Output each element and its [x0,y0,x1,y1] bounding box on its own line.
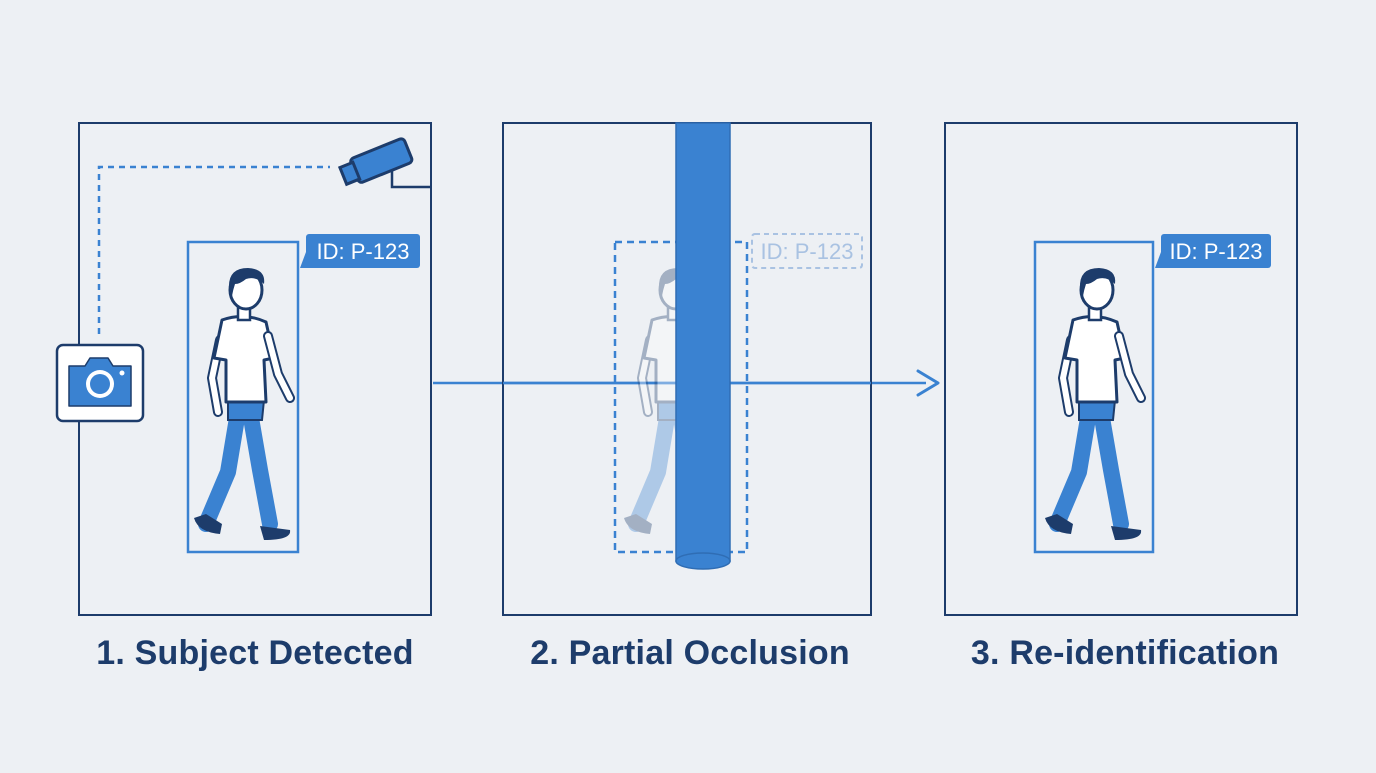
panel-2: ID: P-123 [502,122,872,616]
panel-3-id-label: ID: P-123 [1170,239,1263,264]
panel-3-bounding-box [1033,240,1155,554]
panel-1-id-tag: ID: P-123 [300,234,420,268]
panel-1-id-label: ID: P-123 [317,239,410,264]
panel-2-id-label: ID: P-123 [761,239,854,264]
camera-link-line [97,165,330,334]
panel-1-caption: 1. Subject Detected [96,634,414,672]
panel-1-bounding-box [186,240,300,554]
photo-camera-icon [55,343,145,423]
panel-3-caption: 3. Re-identification [970,634,1280,672]
panel-1: ID: P-123 [55,122,432,616]
security-camera-icon [337,137,431,189]
panel-3: ID: P-123 [944,122,1298,616]
panel-3-id-tag: ID: P-123 [1155,234,1271,268]
panel-3-frame [944,122,1298,616]
occluding-pillar [675,122,731,570]
panel-2-caption: 2. Partial Occlusion [530,634,850,672]
panel-2-id-tag: ID: P-123 [751,233,863,269]
